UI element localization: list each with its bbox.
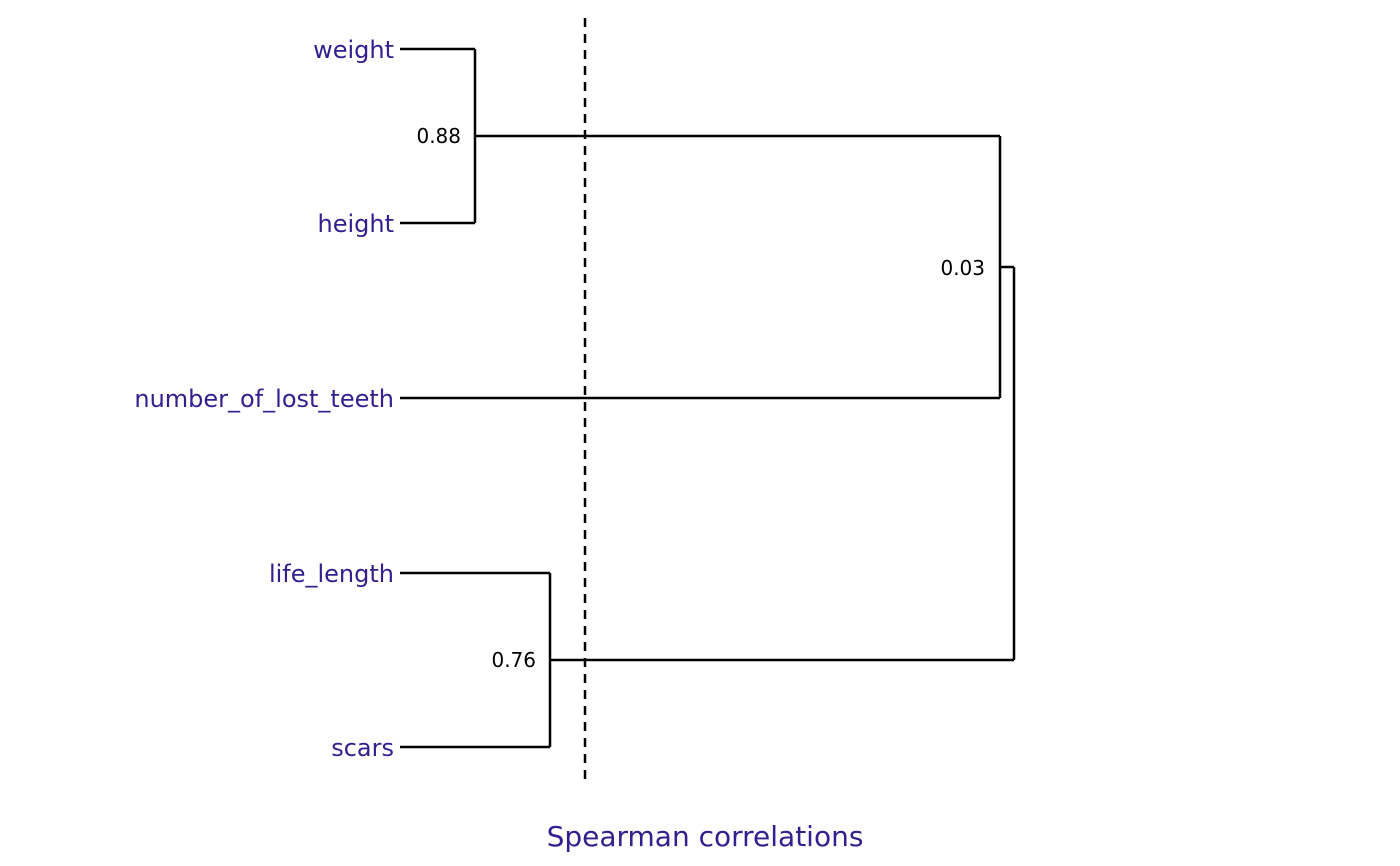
leaf-label-number-of-lost-teeth: number_of_lost_teeth	[134, 385, 394, 413]
leaf-label-weight: weight	[313, 36, 394, 64]
axis-title: Spearman correlations	[547, 820, 864, 853]
leaf-label-life-length: life_length	[269, 560, 394, 588]
merge-label-root: 0.03	[940, 256, 985, 280]
merge-label-life-length-scars: 0.76	[491, 648, 536, 672]
leaf-label-height: height	[318, 210, 395, 238]
cluster-with-teeth	[400, 136, 1014, 400]
merge-label-weight-height: 0.88	[416, 124, 461, 148]
cluster-life-length-scars	[400, 571, 1014, 749]
leaf-label-scars: scars	[331, 734, 394, 762]
cluster-weight-height	[400, 47, 1000, 225]
